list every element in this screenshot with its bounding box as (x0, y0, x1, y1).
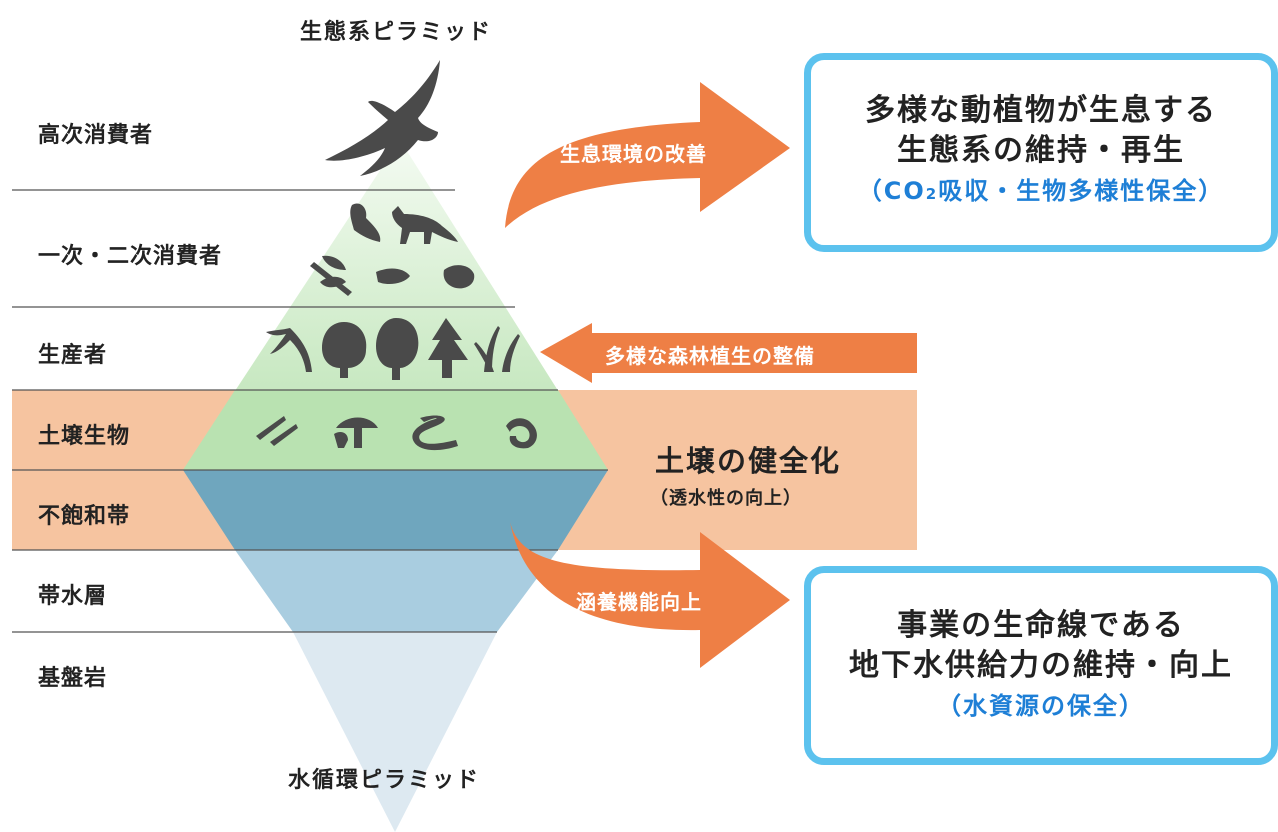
tree-icon (376, 318, 419, 380)
layer-label-soil-organisms: 土壌生物 (38, 424, 131, 449)
springtail-icon (256, 416, 298, 446)
ecosystem-outcome-subtitle: （CO2吸収・生物多様性保全） (858, 171, 1224, 214)
forest-arrow (540, 323, 917, 383)
conifer-icon (428, 318, 468, 378)
layer-label-producers: 生産者 (38, 343, 108, 368)
forest-arrow-label: 多様な森林植生の整備 (605, 344, 815, 368)
layer-dividers (12, 189, 608, 633)
ecosystem-outcome-line2: 生態系の維持・再生 (897, 133, 1185, 168)
layer-label-primary-secondary-consumers: 一次・二次消費者 (38, 244, 223, 269)
producer-icons (266, 318, 520, 380)
layer-label-unsaturated-zone: 不飽和帯 (38, 504, 131, 529)
tree-icon (322, 322, 367, 378)
ecosystem-pyramid-title: 生態系ピラミッド (300, 20, 493, 45)
eagle-icon (325, 60, 440, 176)
consumer-icons (310, 203, 482, 296)
centipede-icon (506, 418, 537, 449)
layer-label-apex-consumers: 高次消費者 (38, 123, 154, 148)
pheasant-icon (350, 203, 381, 242)
fern-icon (266, 328, 312, 372)
co2-prefix: （CO (857, 177, 926, 205)
co2-suffix: 吸収・生物多様性保全） (938, 177, 1225, 205)
dragonfly-icon (310, 255, 352, 296)
layer-label-aquifer: 帯水層 (38, 584, 108, 609)
ecosystem-outcome-box: 多様な動植物が生息する 生態系の維持・再生 （CO2吸収・生物多様性保全） (804, 53, 1278, 252)
soil-health-title: 土壌の健全化 (655, 444, 842, 478)
ecosystem-pyramid (183, 140, 608, 470)
fox-icon (392, 206, 458, 244)
soil-organism-icons (256, 415, 537, 451)
groundwater-outcome-line2: 地下水供給力の維持・向上 (849, 647, 1233, 683)
groundwater-outcome-box: 事業の生命線である 地下水供給力の維持・向上 （水資源の保全） (804, 566, 1278, 765)
soil-organism-layer (183, 390, 608, 470)
aquifer-layer (235, 550, 558, 632)
beetle-icon (432, 258, 482, 296)
soil-health-subtitle: （透水性の向上） (650, 488, 802, 509)
habitat-arrow (505, 82, 790, 228)
recharge-arrow-label: 涵養機能向上 (576, 590, 702, 614)
grass-icon (474, 326, 520, 372)
earthworm-icon (412, 415, 458, 451)
groundwater-outcome-line1: 事業の生命線である (897, 607, 1185, 643)
bedrock-layer (293, 632, 497, 832)
mushroom-icon (334, 417, 378, 448)
ecosystem-outcome-line1: 多様な動植物が生息する (865, 93, 1217, 128)
co2-subscript: 2 (925, 185, 939, 203)
groundwater-outcome-subtitle: （水資源の保全） (937, 691, 1145, 720)
recharge-arrow (510, 522, 790, 668)
water-cycle-pyramid-title: 水循環ピラミッド (288, 768, 481, 793)
layer-label-bedrock: 基盤岩 (38, 666, 108, 691)
unsaturated-zone-layer (183, 470, 608, 550)
habitat-arrow-label: 生息環境の改善 (560, 142, 707, 166)
cricket-icon (374, 268, 420, 294)
